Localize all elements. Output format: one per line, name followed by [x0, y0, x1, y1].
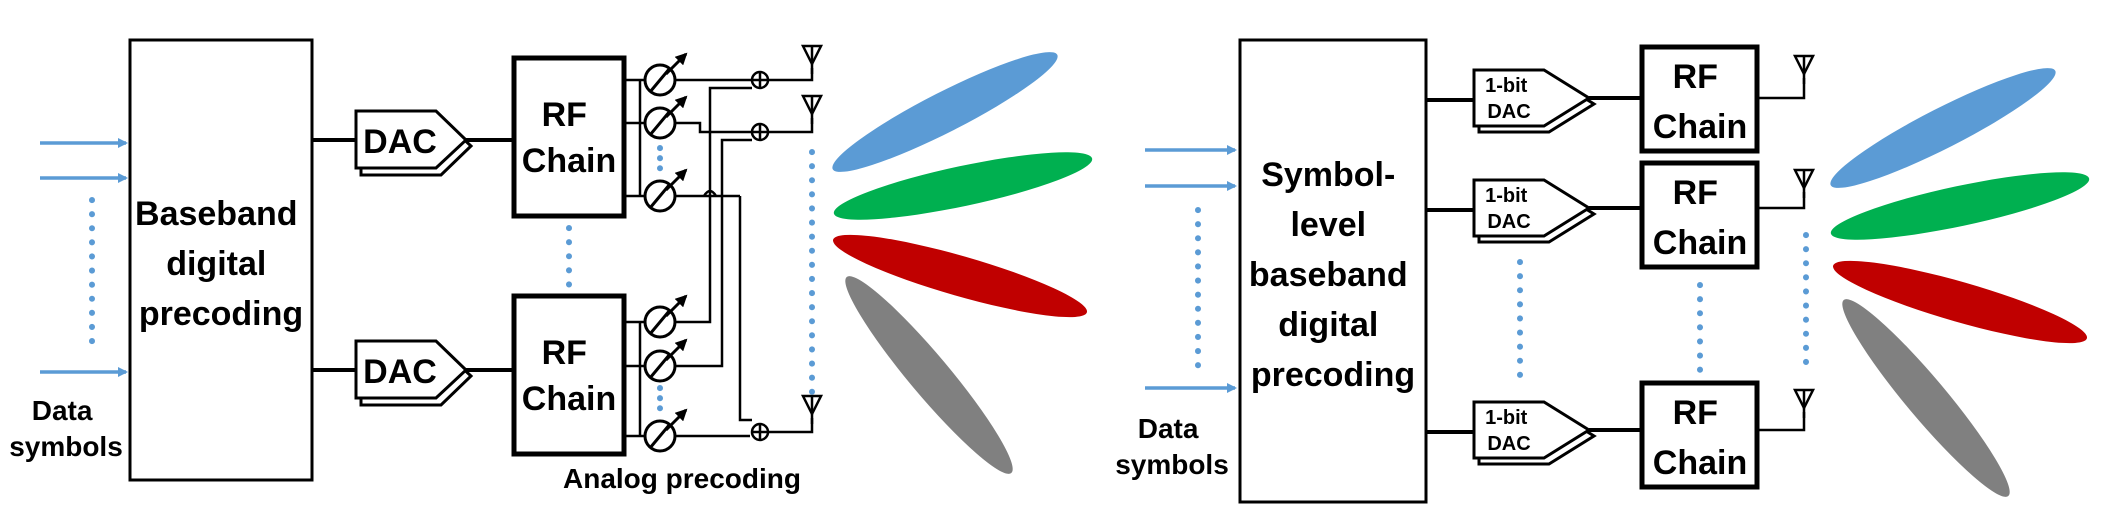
- svg-text:DAC: DAC: [363, 123, 437, 161]
- baseband-box-right: [1238, 38, 1428, 504]
- svg-text:1-bit DAC: 1-bit DAC: [1485, 185, 1533, 233]
- rf-chain-3-right: RF Chain: [1639, 380, 1760, 490]
- svg-text:RF Chain: RF Chain: [522, 334, 616, 418]
- beams-right: [1830, 68, 2090, 497]
- svg-text:RF Chain: RF Chain: [522, 96, 616, 180]
- svg-text:DAC: DAC: [363, 353, 437, 391]
- rf-chain-1-right: RF Chain: [1639, 44, 1760, 154]
- phase-shifters: [645, 54, 686, 451]
- one-bit-dac-3: 1-bit DAC: [1426, 400, 1642, 466]
- rf-chain-top-left: RF Chain: [511, 55, 627, 219]
- input-arrows-left: [40, 138, 128, 377]
- combiners: [750, 70, 770, 442]
- left-diagram: Data symbols Baseband digital precoding …: [9, 38, 1093, 494]
- dac-bottom-left: DAC: [312, 339, 514, 407]
- svg-text:1-bit DAC: 1-bit DAC: [1485, 407, 1533, 455]
- svg-text:RF Chain: RF Chain: [1653, 174, 1747, 262]
- rf-chain-2-right: RF Chain: [1639, 160, 1760, 270]
- one-bit-dac-2: 1-bit DAC: [1426, 178, 1642, 244]
- data-symbols-label-right: Data symbols: [1115, 413, 1229, 480]
- dac-top-left: DAC: [312, 109, 514, 177]
- svg-text:RF Chain: RF Chain: [1653, 394, 1747, 482]
- rf-chain-bottom-left: RF Chain: [511, 293, 627, 457]
- baseband-label-right: Symbol- level baseband digital precoding: [1249, 156, 1417, 394]
- baseband-box-left: [128, 38, 314, 482]
- baseband-label-left: Baseband digital precoding: [135, 195, 307, 333]
- one-bit-dac-1: 1-bit DAC: [1426, 68, 1642, 134]
- beams-left: [832, 52, 1093, 474]
- data-symbols-label-left: Data symbols: [9, 395, 123, 462]
- input-arrows-right: [1145, 145, 1237, 393]
- analog-precoding-label: Analog precoding: [563, 463, 801, 494]
- right-diagram: Data symbols Symbol- level baseband digi…: [1115, 38, 2090, 504]
- svg-text:1-bit DAC: 1-bit DAC: [1485, 75, 1533, 123]
- antenna-icon-right: [1757, 54, 1815, 432]
- svg-text:RF Chain: RF Chain: [1653, 58, 1747, 146]
